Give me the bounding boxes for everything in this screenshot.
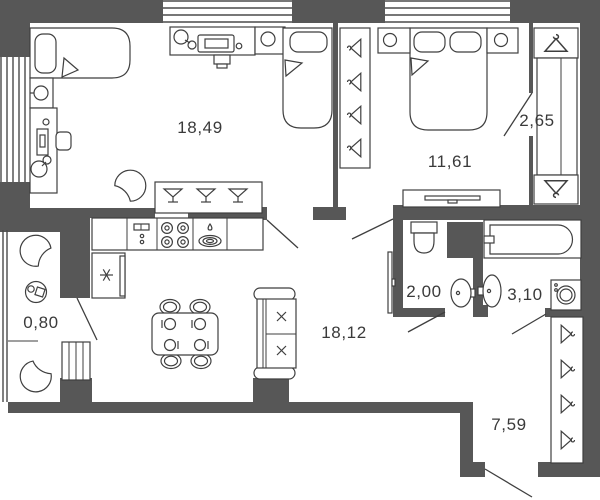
door-kitchen-living bbox=[266, 219, 299, 249]
coffee-table-icon bbox=[24, 280, 48, 304]
chair-icon bbox=[160, 352, 182, 370]
dining-set-icon bbox=[151, 298, 219, 370]
room-area-label: 3,10 bbox=[507, 285, 543, 304]
hanger-rack-icon bbox=[533, 27, 579, 59]
room-balcony-left: 0,80 bbox=[13, 228, 59, 399]
wardrobe-icon bbox=[339, 27, 371, 169]
shelf-icon bbox=[536, 57, 578, 176]
bathtub-icon bbox=[483, 219, 582, 259]
washing-machine-icon bbox=[550, 279, 582, 311]
single-bed-icon bbox=[282, 27, 333, 129]
wardrobe-icon bbox=[550, 316, 584, 464]
dish-rack-icon bbox=[198, 222, 222, 248]
office-chair-icon bbox=[30, 155, 52, 178]
nightstand-icon bbox=[29, 77, 54, 109]
room-wc: 2,00 bbox=[406, 221, 476, 308]
nightstand-icon bbox=[254, 26, 286, 55]
desk-monitor-icon bbox=[29, 107, 72, 194]
door-loggia-right bbox=[503, 92, 533, 137]
room-bedroom: 11,61 bbox=[339, 27, 519, 208]
fridge-icon bbox=[91, 252, 126, 299]
nightstand-icon bbox=[486, 27, 519, 54]
nightstand-icon bbox=[377, 27, 411, 54]
double-bed-icon bbox=[409, 27, 488, 131]
room-kitchen-living: 18,12 bbox=[91, 217, 396, 380]
room-area-label: 2,65 bbox=[519, 111, 555, 130]
armchair-icon bbox=[13, 357, 56, 399]
room-area-label: 0,80 bbox=[23, 313, 59, 332]
bar-counter-icon bbox=[154, 181, 263, 219]
room-living-bedroom: 18,49 bbox=[29, 26, 333, 219]
balcony-glazing bbox=[2, 230, 38, 402]
single-bed-icon bbox=[29, 27, 131, 79]
toilet-icon bbox=[410, 221, 438, 254]
walls bbox=[0, 0, 600, 477]
armchair-icon bbox=[111, 163, 153, 205]
room-hallway: 7,59 bbox=[491, 316, 584, 464]
chair-icon bbox=[190, 352, 212, 370]
tv-stand-icon bbox=[402, 189, 501, 208]
wall-tv-icon bbox=[387, 251, 396, 314]
door-wc bbox=[407, 311, 446, 333]
door-entrance bbox=[484, 468, 533, 498]
chair-icon bbox=[159, 298, 181, 316]
hanger-rack-icon bbox=[533, 174, 579, 205]
window-left-wall bbox=[0, 57, 27, 182]
door-balcony-left bbox=[76, 297, 98, 341]
door-bathroom bbox=[511, 313, 547, 335]
room-area-label: 11,61 bbox=[428, 152, 472, 171]
wash-basin-icon bbox=[477, 274, 502, 308]
room-area-label: 18,49 bbox=[177, 118, 223, 137]
chair-icon bbox=[189, 298, 211, 316]
room-bathroom: 3,10 bbox=[477, 219, 582, 311]
doors bbox=[76, 92, 547, 498]
sink-unit-icon bbox=[133, 223, 150, 245]
window-top-right bbox=[385, 0, 510, 23]
balcony-inner-window bbox=[61, 341, 91, 381]
armchair-icon bbox=[13, 228, 55, 271]
sofa-icon bbox=[253, 287, 297, 380]
room-area-label: 7,59 bbox=[491, 415, 527, 434]
room-area-label: 18,12 bbox=[321, 323, 367, 342]
kitchen-counter-icon bbox=[91, 217, 264, 251]
window-top-left bbox=[163, 0, 292, 23]
desk-laptop-icon bbox=[169, 26, 256, 69]
room-area-label: 2,00 bbox=[406, 282, 442, 301]
wash-basin-icon bbox=[450, 278, 476, 308]
windows bbox=[0, 0, 510, 402]
door-bedroom bbox=[351, 218, 394, 240]
room-loggia-right: 2,65 bbox=[519, 27, 579, 205]
